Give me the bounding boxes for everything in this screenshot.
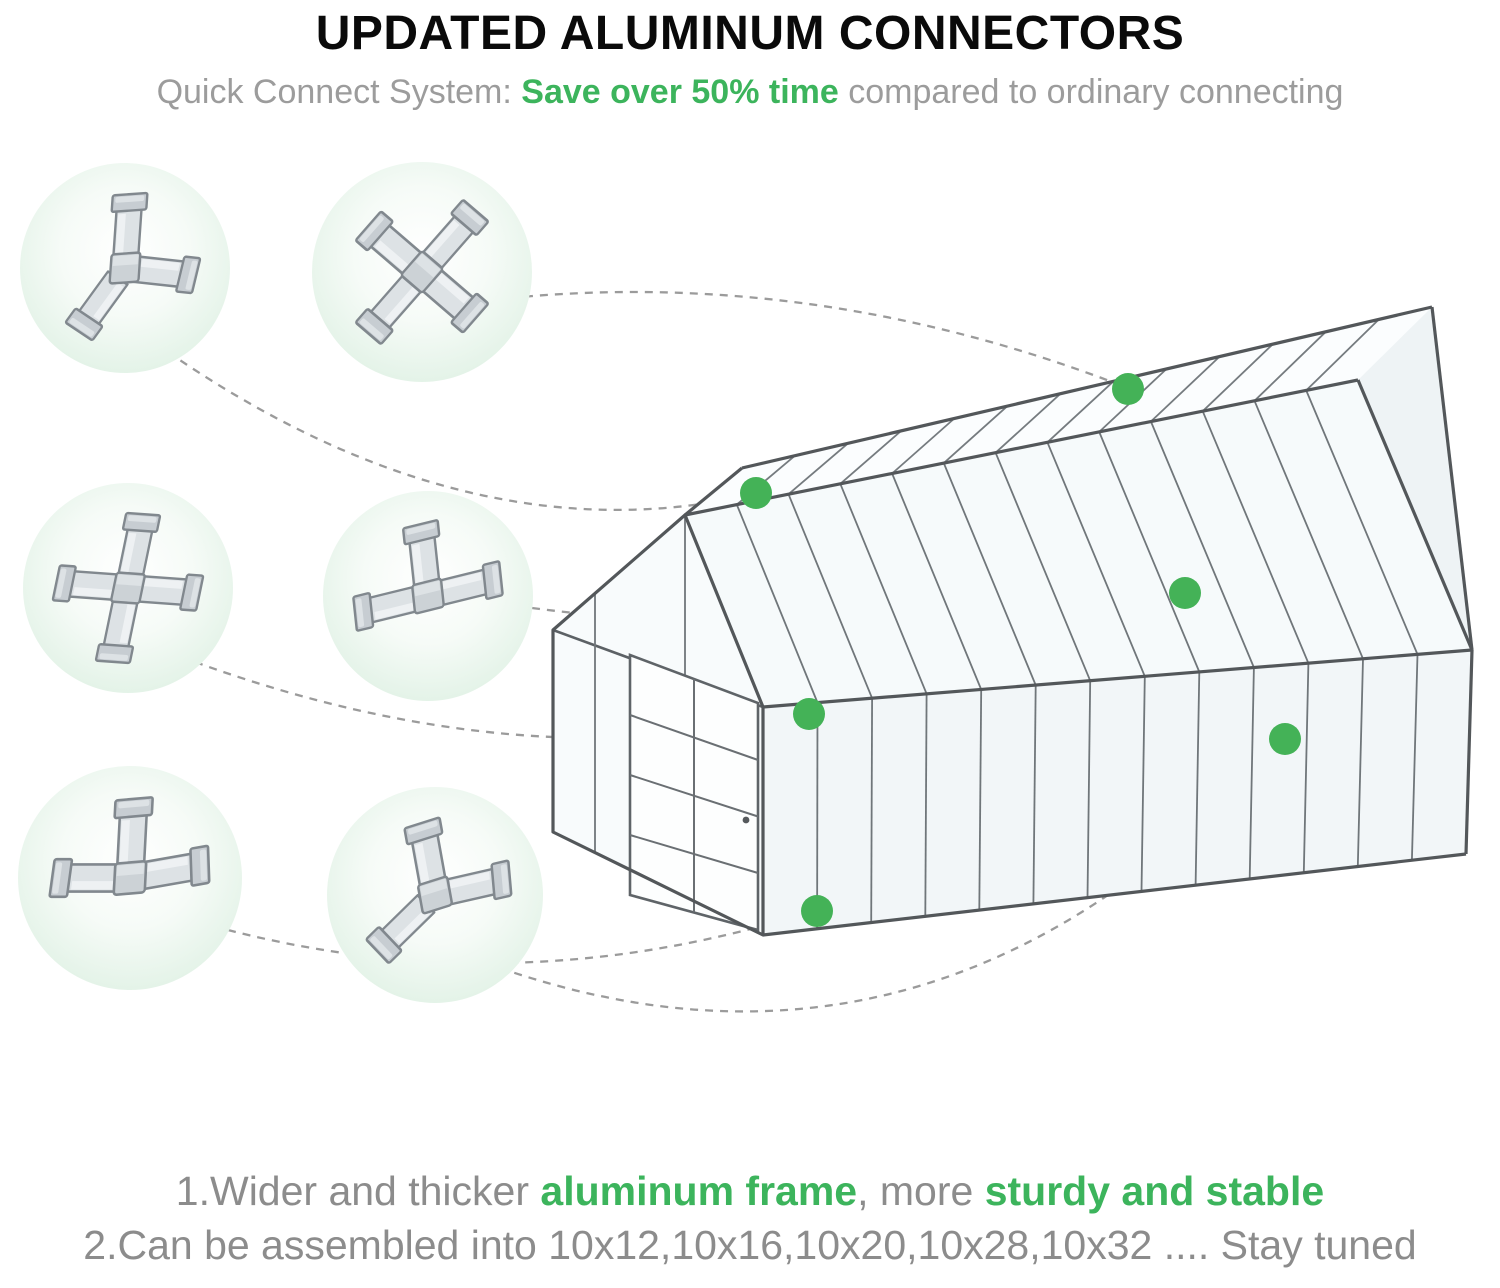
connector-bubble-4: [323, 491, 533, 701]
side-wall-mullions: [816, 654, 1419, 929]
greenhouse-near-roof-plane: [685, 380, 1472, 707]
three-way-corner-connector-icon: [64, 191, 202, 342]
feature-line-1-prefix: 1.Wider and thicker: [175, 1168, 541, 1215]
three-way-corner-connector-icon: [364, 816, 513, 965]
feature-line-1-middle: , more: [857, 1168, 985, 1215]
door-handle: [742, 816, 750, 824]
greenhouse-front-gable: [553, 515, 763, 935]
feature-line-1-highlight-sturdy: sturdy and stable: [984, 1168, 1325, 1215]
connector-marker-eave-mid: [1269, 723, 1301, 755]
subtitle-highlight: Save over 50% time: [521, 73, 839, 111]
feature-line-2: 2.Can be assembled into 10x12,10x16,10x2…: [83, 1221, 1417, 1268]
far-roof-glazing-bars: [736, 318, 1380, 506]
connector-markers: [740, 373, 1301, 927]
subtitle-prefix: Quick Connect System:: [156, 73, 522, 111]
callout-line-4: [531, 592, 1184, 628]
connector-bubble-2: [312, 162, 532, 382]
four-way-x-connector-icon: [354, 198, 490, 346]
footer: 1.Wider and thicker aluminum frame, more…: [0, 1165, 1500, 1272]
connector-marker-roof-mid: [1169, 577, 1201, 609]
connector-bubble-3: [23, 483, 233, 693]
front-gable-details: [552, 515, 764, 932]
header: UPDATED ALUMINUM CONNECTORS Quick Connec…: [0, 6, 1500, 112]
greenhouse-back-gable: [1358, 307, 1472, 650]
front-door: [628, 653, 760, 932]
feature-line-1-highlight-frame: aluminum frame: [540, 1168, 858, 1215]
feature-line-1: 1.Wider and thicker aluminum frame, more…: [0, 1165, 1500, 1218]
greenhouse-illustration: [551, 305, 1474, 937]
callout-line-2: [167, 351, 756, 512]
subtitle: Quick Connect System: Save over 50% time…: [0, 73, 1500, 112]
connector-marker-base-front: [801, 895, 833, 927]
four-way-cross-connector-icon: [51, 511, 205, 665]
frame-outlines: [551, 305, 1474, 937]
connector-bubble-6: [327, 787, 543, 1003]
connector-marker-ridge-mid: [1112, 373, 1144, 405]
callout-line-1: [509, 290, 1129, 390]
page-title: UPDATED ALUMINUM CONNECTORS: [315, 7, 1185, 60]
subtitle-suffix: compared to ordinary connecting: [838, 73, 1344, 111]
connector-marker-eave-front: [793, 698, 825, 730]
three-way-tee-connector-icon: [48, 795, 211, 899]
near-roof-rafters: [735, 390, 1419, 703]
connector-bubble-5: [18, 766, 242, 990]
connector-bubble-1: [20, 163, 230, 373]
three-way-tee-up-connector-icon: [352, 518, 504, 633]
connector-marker-ridge-front: [740, 477, 772, 509]
greenhouse-far-roof-plane: [685, 307, 1432, 515]
callout-line-6: [499, 739, 1284, 1013]
greenhouse-side-wall: [763, 650, 1472, 935]
